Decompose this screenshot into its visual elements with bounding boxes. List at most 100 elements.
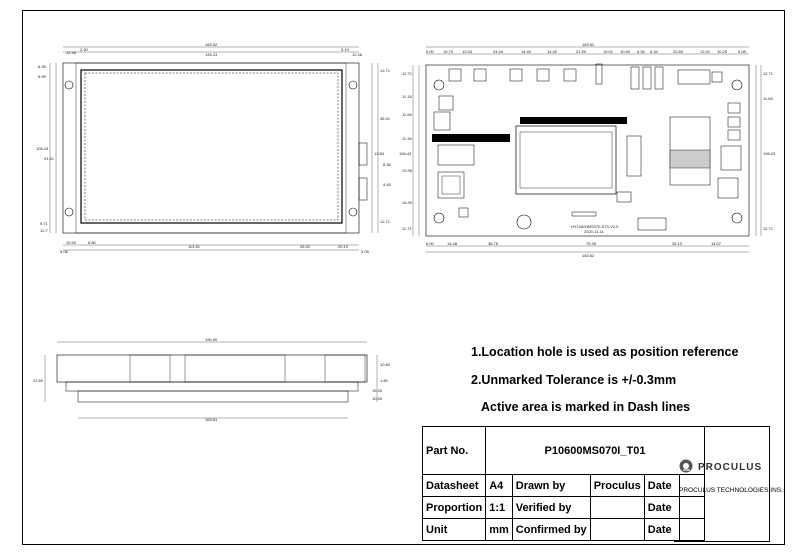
svg-text:11.69: 11.69 <box>763 96 773 101</box>
back-hole-bl <box>433 212 445 224</box>
svg-text:15.01: 15.01 <box>603 49 614 54</box>
svg-text:12.7: 12.7 <box>40 228 49 233</box>
part-no-value: P10600MS070I_T01 <box>485 426 705 475</box>
svg-text:10.30: 10.30 <box>372 396 383 401</box>
svg-text:5.08: 5.08 <box>361 249 370 254</box>
back-hole-tr <box>731 79 743 91</box>
svg-text:12.71: 12.71 <box>380 68 391 73</box>
datasheet-label: Datasheet <box>421 474 487 497</box>
front-inner-frame <box>75 62 347 234</box>
svg-text:5.00: 5.00 <box>426 49 435 54</box>
svg-text:6.34: 6.34 <box>637 49 646 54</box>
svg-text:2.90: 2.90 <box>80 47 89 52</box>
svg-text:106.43: 106.43 <box>399 151 412 156</box>
svg-text:24.44: 24.44 <box>493 49 504 54</box>
svg-text:20.19: 20.19 <box>338 244 349 249</box>
svg-text:3.19: 3.19 <box>341 47 350 52</box>
front-active-area <box>84 72 339 221</box>
svg-text:5.08: 5.08 <box>60 249 69 254</box>
side-dim-labels: 190.90 165.81 22.60 10.80 1.80 15.30 10.… <box>33 337 391 422</box>
verified-by-label: Verified by <box>511 496 591 519</box>
back-dim-labels: 165.52 5.00 15.70 13.04 24.44 14.40 14.4… <box>399 42 776 258</box>
date-label-2: Date <box>643 496 680 519</box>
svg-text:14.07: 14.07 <box>711 241 722 246</box>
front-dim-width: 165.52 <box>205 42 218 47</box>
svg-text:15.30: 15.30 <box>372 388 383 393</box>
part-no-label: Part No. <box>421 426 487 475</box>
svg-text:91.91: 91.91 <box>44 156 55 161</box>
verified-by-value <box>589 496 645 519</box>
svg-text:106.43: 106.43 <box>36 146 49 151</box>
svg-text:21.99: 21.99 <box>576 49 587 54</box>
datasheet-value: A4 <box>485 474 513 497</box>
note-1: 1.Location hole is used as position refe… <box>471 345 739 359</box>
svg-text:12.46: 12.46 <box>352 52 363 57</box>
front-hole-bl <box>64 207 74 217</box>
proportion-label: Proportion <box>421 496 487 519</box>
svg-text:4.45: 4.45 <box>383 182 392 187</box>
svg-text:11.71: 11.71 <box>402 226 412 231</box>
front-view <box>49 46 379 251</box>
svg-text:10.29: 10.29 <box>717 49 728 54</box>
svg-text:14.40: 14.40 <box>547 49 558 54</box>
svg-text:12.71: 12.71 <box>380 219 391 224</box>
svg-text:6.80: 6.80 <box>88 240 97 245</box>
svg-text:165.52: 165.52 <box>582 253 595 258</box>
proportion-value: 1:1 <box>485 496 513 519</box>
unit-value: mm <box>485 518 513 541</box>
logo-subtitle: PROCULUS TECHNOLOGIES INS. <box>679 487 783 494</box>
front-dim-labels: 165.52 12.46 2.90 139.23 3.19 12.46 10.9… <box>36 42 392 254</box>
drawn-by-label: Drawn by <box>511 474 591 497</box>
board-date: 2020-11-11 <box>584 229 605 234</box>
svg-text:6.34: 6.34 <box>650 49 659 54</box>
title-block: Part No. P10600MS070I_T01 Datasheet A4 D… <box>421 426 705 541</box>
svg-text:14.48: 14.48 <box>447 241 458 246</box>
svg-text:22.60: 22.60 <box>33 378 44 383</box>
svg-text:1.80: 1.80 <box>380 378 389 383</box>
svg-text:75.35: 75.35 <box>586 241 597 246</box>
svg-text:190.90: 190.90 <box>205 337 218 342</box>
back-hole-tl <box>433 79 445 91</box>
svg-text:113.61: 113.61 <box>188 244 201 249</box>
logo-box <box>674 426 770 542</box>
note-3: Active area is marked in Dash lines <box>481 400 691 414</box>
svg-text:11.55: 11.55 <box>402 112 412 117</box>
svg-text:28.13: 28.13 <box>672 241 683 246</box>
svg-text:6.35: 6.35 <box>38 64 47 69</box>
back-main-ic <box>515 125 617 195</box>
date-value-3 <box>678 518 705 541</box>
svg-text:36.91: 36.91 <box>380 116 391 121</box>
svg-text:15.70: 15.70 <box>443 49 454 54</box>
svg-text:12.41: 12.41 <box>700 49 711 54</box>
confirmed-by-value <box>589 518 645 541</box>
back-outline <box>425 64 750 237</box>
side-view <box>44 341 378 419</box>
svg-text:12.71: 12.71 <box>402 71 413 76</box>
svg-text:13.80: 13.80 <box>374 151 385 156</box>
svg-text:38.76: 38.76 <box>488 241 499 246</box>
svg-text:9.71: 9.71 <box>40 221 49 226</box>
front-outline <box>62 62 360 234</box>
back-hole-br <box>731 212 743 224</box>
front-hole-br <box>348 207 358 217</box>
logo-name: PROCULUS <box>698 462 763 473</box>
front-hole-tr <box>348 80 358 90</box>
svg-text:10.92: 10.92 <box>66 240 77 245</box>
svg-text:12.71: 12.71 <box>763 226 774 231</box>
note-2: 2.Unmarked Tolerance is +/-0.3mm <box>471 373 677 387</box>
drawing-frame <box>22 10 785 545</box>
board-label: HY10600MS070-S70-V0.0 <box>571 224 619 229</box>
unit-label: Unit <box>421 518 487 541</box>
svg-text:5.99: 5.99 <box>38 74 47 79</box>
svg-text:5.08: 5.08 <box>738 49 747 54</box>
drawn-by-value: Proculus <box>589 474 645 497</box>
svg-text:10.60: 10.60 <box>620 49 631 54</box>
svg-text:13.04: 13.04 <box>462 49 473 54</box>
side-body <box>56 354 368 383</box>
svg-text:16.39: 16.39 <box>402 200 413 205</box>
svg-text:106.43: 106.43 <box>763 151 776 156</box>
svg-text:19.35: 19.35 <box>402 168 413 173</box>
svg-text:14.40: 14.40 <box>521 49 532 54</box>
svg-text:20.59: 20.59 <box>673 49 684 54</box>
svg-text:6.00: 6.00 <box>426 241 435 246</box>
